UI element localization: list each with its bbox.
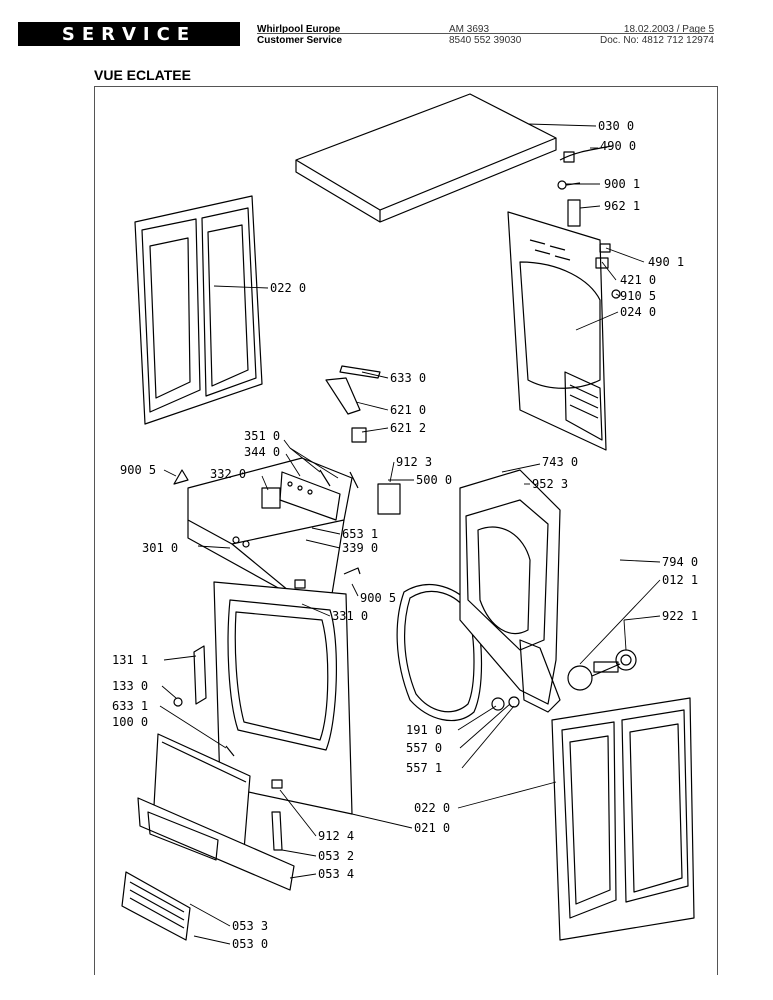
part-label-421-0: 421 0 bbox=[620, 273, 656, 287]
door-seal-drawing bbox=[396, 584, 483, 722]
part-label-131-1: 131 1 bbox=[112, 653, 148, 667]
section-title: VUE ECLATEE bbox=[94, 67, 191, 83]
model-line-2: 8540 552 39030 bbox=[449, 35, 522, 46]
part-label-900-1: 900 1 bbox=[604, 177, 640, 191]
diagram-frame bbox=[94, 86, 718, 975]
part-label-021-0: 021 0 bbox=[414, 821, 450, 835]
part-label-053-4: 053 4 bbox=[318, 867, 354, 881]
part-label-633-0: 633 0 bbox=[390, 371, 426, 385]
part-label-912-4: 912 4 bbox=[318, 829, 354, 843]
part-label-332-0: 332 0 bbox=[210, 467, 246, 481]
power-cord-drawing bbox=[557, 145, 621, 299]
part-label-794-0: 794 0 bbox=[662, 555, 698, 569]
part-label-024-0: 024 0 bbox=[620, 305, 656, 319]
part-label-100-0: 100 0 bbox=[112, 715, 148, 729]
model-number: AM 3693 8540 552 39030 bbox=[449, 24, 521, 46]
part-label-633-1: 633 1 bbox=[112, 699, 148, 713]
part-label-922-1: 922 1 bbox=[662, 609, 698, 623]
control-panel-drawing bbox=[187, 457, 359, 601]
part-label-910-5: 910 5 bbox=[620, 289, 656, 303]
front-frame-drawing bbox=[459, 469, 561, 713]
model-line-1: AM 3693 bbox=[449, 24, 490, 35]
part-label-500-0: 500 0 bbox=[416, 473, 452, 487]
company-line-2: Customer Service bbox=[257, 35, 343, 46]
part-label-912-3: 912 3 bbox=[396, 455, 432, 469]
part-label-490-1: 490 1 bbox=[648, 255, 684, 269]
header-divider bbox=[257, 33, 714, 34]
part-label-490-0: 490 0 bbox=[600, 139, 636, 153]
part-label-133-0: 133 0 bbox=[112, 679, 148, 693]
part-label-339-0: 339 0 bbox=[342, 541, 378, 555]
part-label-191-0: 191 0 bbox=[406, 723, 442, 737]
part-label-053-2: 053 2 bbox=[318, 849, 354, 863]
part-label-053-0: 053 0 bbox=[232, 937, 268, 951]
part-label-351-0: 351 0 bbox=[244, 429, 280, 443]
part-label-900-5-left: 900 5 bbox=[120, 463, 156, 477]
lower-panel-drawing bbox=[121, 645, 295, 941]
part-label-053-3: 053 3 bbox=[232, 919, 268, 933]
part-label-022-0-top: 022 0 bbox=[270, 281, 306, 295]
top-cover-drawing bbox=[295, 93, 557, 223]
date-and-page: 18.02.2003 / Page 5 Doc. No: 4812 712 12… bbox=[600, 24, 714, 46]
part-label-962-1: 962 1 bbox=[604, 199, 640, 213]
part-label-653-1: 653 1 bbox=[342, 527, 378, 541]
part-label-743-0: 743 0 bbox=[542, 455, 578, 469]
part-label-900-5-right: 900 5 bbox=[360, 591, 396, 605]
rear-panel-drawing bbox=[507, 211, 607, 451]
part-label-952-3: 952 3 bbox=[532, 477, 568, 491]
company-name: Whirlpool Europe Customer Service bbox=[257, 24, 342, 46]
part-label-621-2: 621 2 bbox=[390, 421, 426, 435]
part-label-557-0: 557 0 bbox=[406, 741, 442, 755]
part-label-331-0: 331 0 bbox=[332, 609, 368, 623]
part-labels: 030 0 490 0 900 1 962 1 022 0 490 1 421 … bbox=[112, 119, 698, 951]
left-side-panel-drawing bbox=[134, 195, 263, 425]
leader-lines bbox=[159, 123, 661, 945]
company-line-1: Whirlpool Europe bbox=[257, 24, 341, 35]
part-label-344-0: 344 0 bbox=[244, 445, 280, 459]
part-label-012-1: 012 1 bbox=[662, 573, 698, 587]
part-label-301-0: 301 0 bbox=[142, 541, 178, 555]
part-label-022-0-bottom: 022 0 bbox=[414, 801, 450, 815]
doc-number-line: Doc. No: 4812 712 12974 bbox=[600, 35, 714, 46]
part-label-030-0: 030 0 bbox=[598, 119, 634, 133]
service-label: SERVICE bbox=[18, 22, 240, 46]
date-page-line: 18.02.2003 / Page 5 bbox=[623, 24, 714, 35]
part-label-557-1: 557 1 bbox=[406, 761, 442, 775]
right-side-panel-drawing bbox=[551, 697, 695, 941]
part-label-621-0: 621 0 bbox=[390, 403, 426, 417]
front-panel-drawing bbox=[213, 581, 353, 815]
